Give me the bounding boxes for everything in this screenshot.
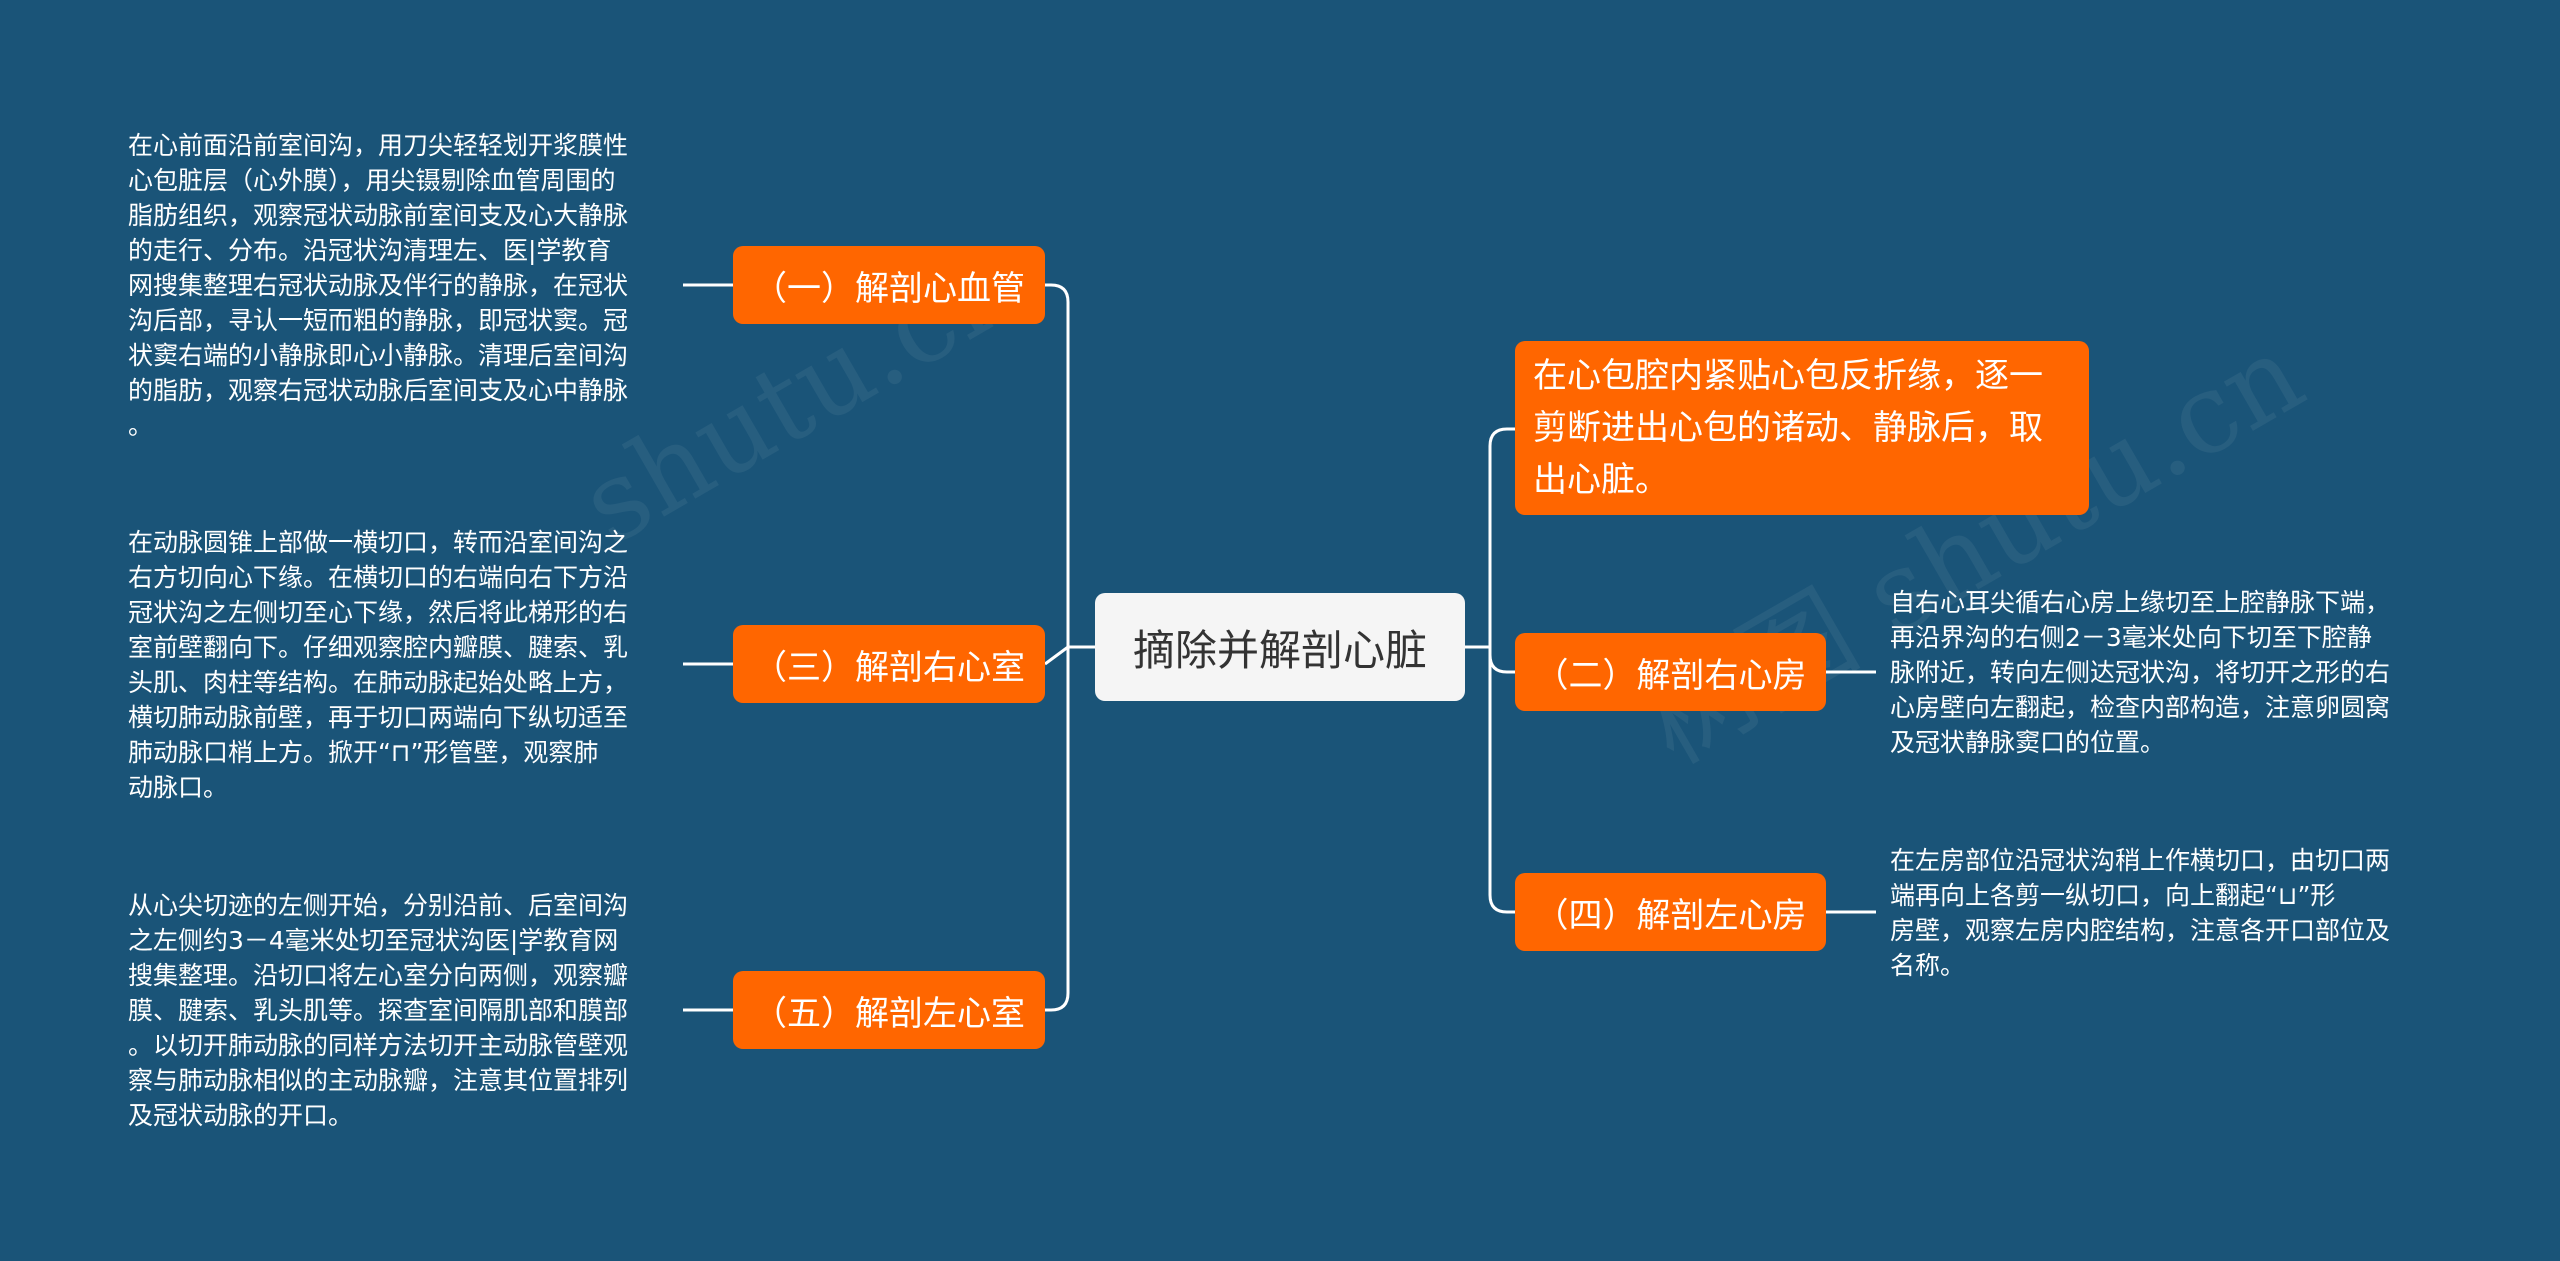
center-node[interactable]: 摘除并解剖心脏 xyxy=(1095,593,1465,701)
branch-node-2[interactable]: （二）解剖右心房 xyxy=(1515,633,1826,711)
branch-label: （三）解剖右心室 xyxy=(753,647,1025,688)
connector-left-b5 xyxy=(1045,647,1070,1012)
branch-label: （五）解剖左心室 xyxy=(753,993,1025,1034)
branch-node-5[interactable]: （五）解剖左心室 xyxy=(733,971,1045,1049)
center-label: 摘除并解剖心脏 xyxy=(1132,625,1427,675)
connector-left-b3 xyxy=(1044,645,1070,666)
branch-node-3[interactable]: （三）解剖右心室 xyxy=(733,625,1045,703)
branch-node-extract[interactable]: 在心包腔内紧贴心包反折缘，逐一剪断进出心包的诸动、静脉后，取出心脏。 xyxy=(1515,341,2089,515)
connector-right-b2 xyxy=(1488,647,1515,674)
branch-node-1[interactable]: （一）解剖心血管 xyxy=(733,246,1045,324)
leaf-text-4: 在左房部位沿冠状沟稍上作横切口，由切口两 端再向上各剪一纵切口，向上翻起“⊔”形… xyxy=(1890,846,2391,980)
leaf-text-1: 在心前面沿前室间沟，用刀尖轻轻划开浆膜性 心包脏层（心外膜），用尖镊剔除血管周围… xyxy=(128,131,629,440)
connector-right-top xyxy=(1488,427,1515,647)
connector-left-b1 xyxy=(1045,283,1070,647)
leaf-text-2: 自右心耳尖循右心房上缘切至上腔静脉下端， 再沿界沟的右侧2－3毫米处向下切至下腔… xyxy=(1890,588,2391,757)
branch-label: （四）解剖左心房 xyxy=(1534,895,1807,936)
leaf-text-5: 从心尖切迹的左侧开始，分别沿前、后室间沟 之左侧约3－4毫米处切至冠状沟医|学教… xyxy=(128,891,629,1130)
branch-node-4[interactable]: （四）解剖左心房 xyxy=(1515,873,1826,951)
branch-label: （一）解剖心血管 xyxy=(753,268,1025,309)
connector-right-b4 xyxy=(1488,647,1515,914)
branch-label: 在心包腔内紧贴心包反折缘，逐一剪断进出心包的诸动、静脉后，取出心脏。 xyxy=(1533,356,2043,500)
leaf-text-3: 在动脉圆锥上部做一横切口，转而沿室间沟之 右方切向心下缘。在横切口的右端向右下方… xyxy=(128,528,629,802)
branch-label: （二）解剖右心房 xyxy=(1534,655,1807,696)
